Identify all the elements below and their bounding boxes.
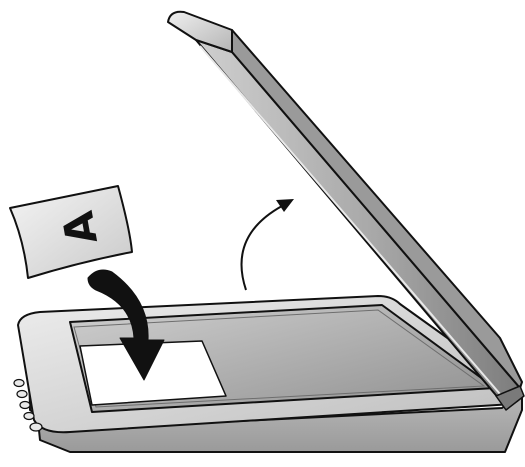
indicator-button[interactable] bbox=[29, 422, 43, 432]
place-document-arrow bbox=[87, 269, 165, 381]
lid-open-arrow-shaft bbox=[240, 205, 283, 291]
scanner-lid-side bbox=[231, 29, 523, 389]
indicator-buttons bbox=[13, 378, 43, 432]
indicator-button[interactable] bbox=[19, 400, 31, 410]
indicator-button[interactable] bbox=[13, 378, 25, 388]
lid-open-arrow bbox=[240, 199, 294, 291]
indicator-button[interactable] bbox=[16, 389, 28, 399]
place-document-arrow-body bbox=[87, 269, 165, 381]
scanner-lid-highlight bbox=[199, 45, 501, 395]
document-sheet: A bbox=[9, 185, 133, 279]
document-paper bbox=[9, 185, 133, 279]
indicator-button[interactable] bbox=[23, 411, 35, 421]
scanner-hinge bbox=[495, 385, 525, 411]
lid-open-arrow-head bbox=[276, 199, 294, 212]
scanner-lid bbox=[167, 10, 525, 411]
